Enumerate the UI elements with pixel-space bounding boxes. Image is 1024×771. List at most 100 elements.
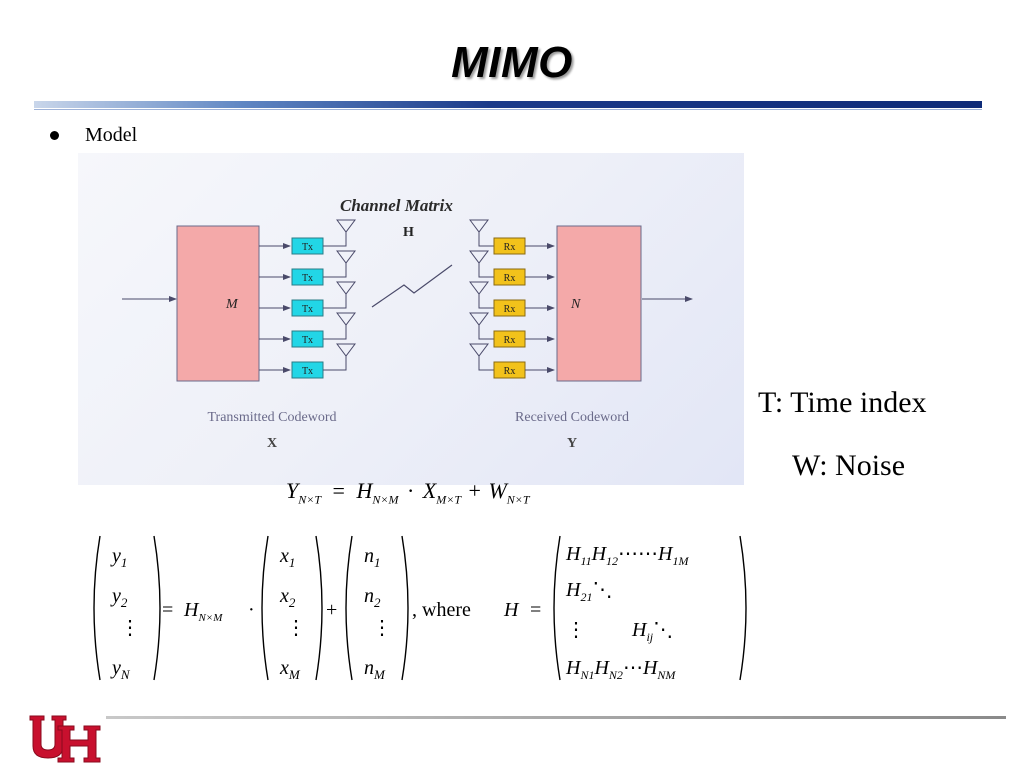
y1: y bbox=[110, 545, 121, 567]
tx-antenna-icon bbox=[323, 281, 356, 309]
uh-logo-icon bbox=[29, 715, 101, 763]
rx-symbol: Y bbox=[567, 436, 577, 451]
hn1: H bbox=[565, 657, 582, 679]
h1m: H bbox=[657, 543, 674, 565]
eq-x-sub: M×T bbox=[436, 492, 462, 507]
matrix-equation: y1 y2 ⋮ yN x1 x2 ⋮ xM n1 n2 ⋮ nM = HN×M … bbox=[90, 528, 770, 703]
tx-block bbox=[176, 225, 260, 382]
matrix-equation-svg: y1 y2 ⋮ yN x1 x2 ⋮ xM n1 n2 ⋮ nM = HN×M … bbox=[93, 535, 747, 682]
svg-text:n2: n2 bbox=[364, 585, 381, 610]
tx-box-label: Tx bbox=[302, 242, 313, 253]
svg-text:HN1HN2⋯HNM: HN1HN2⋯HNM bbox=[565, 657, 676, 682]
xm-sub: M bbox=[288, 667, 301, 682]
x1-sub: 1 bbox=[289, 555, 296, 570]
rx-box-label: Rx bbox=[504, 242, 516, 253]
eq-h: H bbox=[356, 478, 373, 503]
nm: n bbox=[364, 657, 374, 679]
hij: H bbox=[631, 619, 648, 641]
bullet-label: Model bbox=[85, 124, 138, 146]
slide-title: MIMO bbox=[451, 38, 573, 87]
bullet-model: Model bbox=[50, 124, 137, 147]
x2-sub: 2 bbox=[289, 595, 296, 610]
svg-text:y2: y2 bbox=[110, 585, 128, 610]
rx-box-label: Rx bbox=[504, 304, 516, 315]
rx-box-label: Rx bbox=[504, 366, 516, 377]
bullet-dot-icon bbox=[50, 131, 59, 140]
yn: y bbox=[110, 657, 121, 679]
noise-note: W: Noise bbox=[792, 449, 906, 482]
eq-dot: · bbox=[406, 478, 415, 503]
channel-matrix-title: Channel Matrix bbox=[340, 196, 453, 215]
tx-box-label: Tx bbox=[302, 335, 313, 346]
channel-h-label: H bbox=[403, 225, 414, 240]
tx-caption: Transmitted Codeword bbox=[208, 410, 337, 425]
nm-sub: M bbox=[373, 667, 386, 682]
time-index-note: T: Time index bbox=[758, 386, 927, 419]
svg-text:HN×M: HN×M bbox=[183, 599, 223, 624]
svg-text:n1: n1 bbox=[364, 545, 381, 570]
tx-symbol: X bbox=[267, 436, 277, 451]
where-text: , where bbox=[412, 599, 471, 621]
main-equation: YN×T = HN×M · XM×T + WN×T bbox=[286, 478, 530, 507]
tx-antenna-icon bbox=[323, 312, 356, 340]
tx-antenna-icon bbox=[323, 343, 356, 371]
matrix-eq2: = bbox=[530, 599, 541, 621]
eq-x: X bbox=[422, 478, 437, 503]
h12-sub: 12 bbox=[606, 554, 618, 568]
rx-block-label: N bbox=[570, 297, 581, 312]
matrix-eq-equals: = bbox=[162, 599, 173, 621]
h-row3-vdots: ⋮ bbox=[566, 619, 586, 641]
yn-sub: N bbox=[120, 667, 131, 682]
x-dots: ⋮ bbox=[286, 617, 306, 639]
matrix-h-sub: N×M bbox=[197, 612, 223, 624]
h21: H bbox=[565, 579, 582, 601]
hij-sub: ij bbox=[646, 630, 653, 644]
hn2: H bbox=[593, 657, 610, 679]
x2: x bbox=[279, 585, 289, 607]
y2-sub: 2 bbox=[121, 595, 128, 610]
tx-box-label: Tx bbox=[302, 273, 313, 284]
rx-antenna-icon bbox=[469, 281, 494, 309]
svg-text:x2: x2 bbox=[279, 585, 296, 610]
rx-antenna-icon bbox=[469, 219, 494, 247]
svg-text:y1: y1 bbox=[110, 545, 127, 570]
h1m-sub: 1M bbox=[672, 554, 689, 568]
h11: H bbox=[565, 543, 582, 565]
h21-sub: 21 bbox=[580, 590, 592, 604]
n2-sub: 2 bbox=[374, 595, 381, 610]
svg-text:H21⋱: H21⋱ bbox=[565, 579, 612, 604]
rx-caption: Received Codeword bbox=[515, 410, 629, 425]
channel-link-icon bbox=[371, 264, 453, 308]
hnm: H bbox=[642, 657, 659, 679]
tx-antenna-icon bbox=[323, 219, 356, 247]
tx-box-label: Tx bbox=[302, 366, 313, 377]
rx-box-label: Rx bbox=[504, 273, 516, 284]
svg-text:yN: yN bbox=[110, 657, 131, 682]
n2: n bbox=[364, 585, 374, 607]
h-row2-dots: ⋱ bbox=[592, 579, 612, 601]
matrix-h2: H bbox=[503, 599, 520, 621]
svg-text:x1: x1 bbox=[279, 545, 295, 570]
uh-logo bbox=[28, 714, 102, 771]
x1: x bbox=[279, 545, 289, 567]
eq-w-sub: N×T bbox=[506, 492, 530, 507]
matrix-plus: + bbox=[326, 599, 337, 621]
eq-equals: = bbox=[332, 478, 345, 503]
eq-y-sub: N×T bbox=[298, 492, 322, 507]
matrix-h: H bbox=[183, 599, 200, 621]
y2: y bbox=[110, 585, 121, 607]
rx-antenna-icon bbox=[469, 312, 494, 340]
h-row3-dots: ⋱ bbox=[653, 619, 673, 641]
rx-block bbox=[556, 225, 642, 382]
eq-w: W bbox=[488, 478, 507, 503]
h-row4-dots: ⋯ bbox=[623, 657, 643, 679]
h12: H bbox=[591, 543, 608, 565]
svg-text:nM: nM bbox=[364, 657, 386, 682]
rx-antenna-icon bbox=[469, 343, 494, 371]
svg-text:xM: xM bbox=[279, 657, 301, 682]
svg-text:⋮Hij⋱: ⋮ Hij⋱ bbox=[566, 619, 673, 644]
